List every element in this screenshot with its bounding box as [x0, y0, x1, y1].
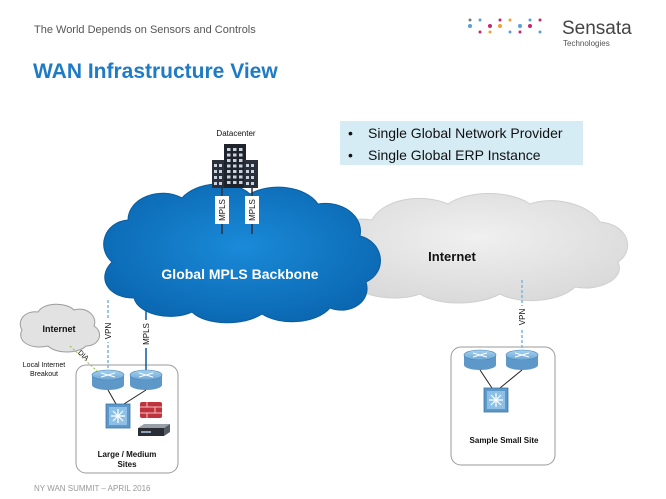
- vpn-small-label-bg: [515, 306, 529, 328]
- logo-dot: [528, 24, 532, 28]
- brand-subtitle: Technologies: [563, 39, 610, 48]
- logo-dot: [468, 24, 472, 28]
- local-internet-cloud: Internet: [19, 303, 101, 353]
- mpls-cloud-label: Global MPLS Backbone: [161, 266, 318, 282]
- logo-dot: [538, 30, 542, 34]
- logo-dot: [498, 18, 502, 22]
- vpn-large-site-label: VPN: [104, 323, 113, 340]
- appliance-icon: [138, 424, 170, 436]
- internet-cloud-label: Internet: [428, 249, 476, 264]
- mpls-left-label-bg: [215, 196, 229, 224]
- tagline: The World Depends on Sensors and Control…: [34, 24, 256, 36]
- vpn-large-label-bg: [101, 320, 115, 342]
- switch-icon: [105, 403, 131, 429]
- switch-icon: [483, 387, 509, 413]
- logo-dot: [518, 24, 522, 28]
- router-icon: [129, 369, 163, 390]
- breakout-label-line2: Breakout: [30, 371, 58, 378]
- router-icon: [505, 349, 539, 370]
- mpls-cloud: Global MPLS Backbone: [103, 183, 381, 324]
- logo-dot: [498, 24, 502, 28]
- breakout-label-line1: Local Internet: [23, 362, 65, 369]
- logo-dot: [478, 30, 482, 34]
- datacenter-building-icon: [212, 144, 258, 188]
- mpls-large-label-bg: [139, 320, 153, 348]
- mpls-large-site-label: MPLS: [142, 323, 151, 345]
- logo-dot: [528, 18, 532, 22]
- logo-dot: [518, 30, 522, 34]
- mpls-left-label: MPLS: [218, 199, 227, 221]
- router-icon: [463, 349, 497, 370]
- brand-name: Sensata: [562, 18, 632, 39]
- footer: NY WAN SUMMIT – APRIL 2016: [34, 484, 151, 493]
- logo-dot: [468, 18, 472, 22]
- firewall-icon: [140, 402, 162, 418]
- internet-cloud: Internet: [324, 193, 629, 304]
- logo-dot: [488, 30, 492, 34]
- dia-label: DIA: [76, 349, 90, 362]
- router-icon: [91, 369, 125, 390]
- logo-dot: [538, 18, 542, 22]
- datacenter-label: Datacenter: [216, 129, 255, 138]
- bullet-item: Single Global ERP Instance: [340, 145, 583, 165]
- logo-dot: [478, 18, 482, 22]
- logo-dot: [508, 18, 512, 22]
- local-internet-label: Internet: [42, 324, 75, 334]
- mpls-right-label: MPLS: [248, 199, 257, 221]
- large-site-label-line1: Large / Medium: [98, 450, 157, 459]
- large-site-label-line2: Sites: [117, 460, 137, 469]
- brand-logo-dots: [468, 18, 542, 34]
- logo-dot: [488, 24, 492, 28]
- bullet-item: Single Global Network Provider: [340, 123, 583, 143]
- logo-dot: [508, 30, 512, 34]
- page-title: WAN Infrastructure View: [33, 60, 278, 83]
- mpls-right-label-bg: [245, 196, 259, 224]
- bullet-box: Single Global Network Provider Single Gl…: [340, 121, 583, 165]
- vpn-small-site-label: VPN: [518, 309, 527, 326]
- small-site-label: Sample Small Site: [470, 436, 539, 445]
